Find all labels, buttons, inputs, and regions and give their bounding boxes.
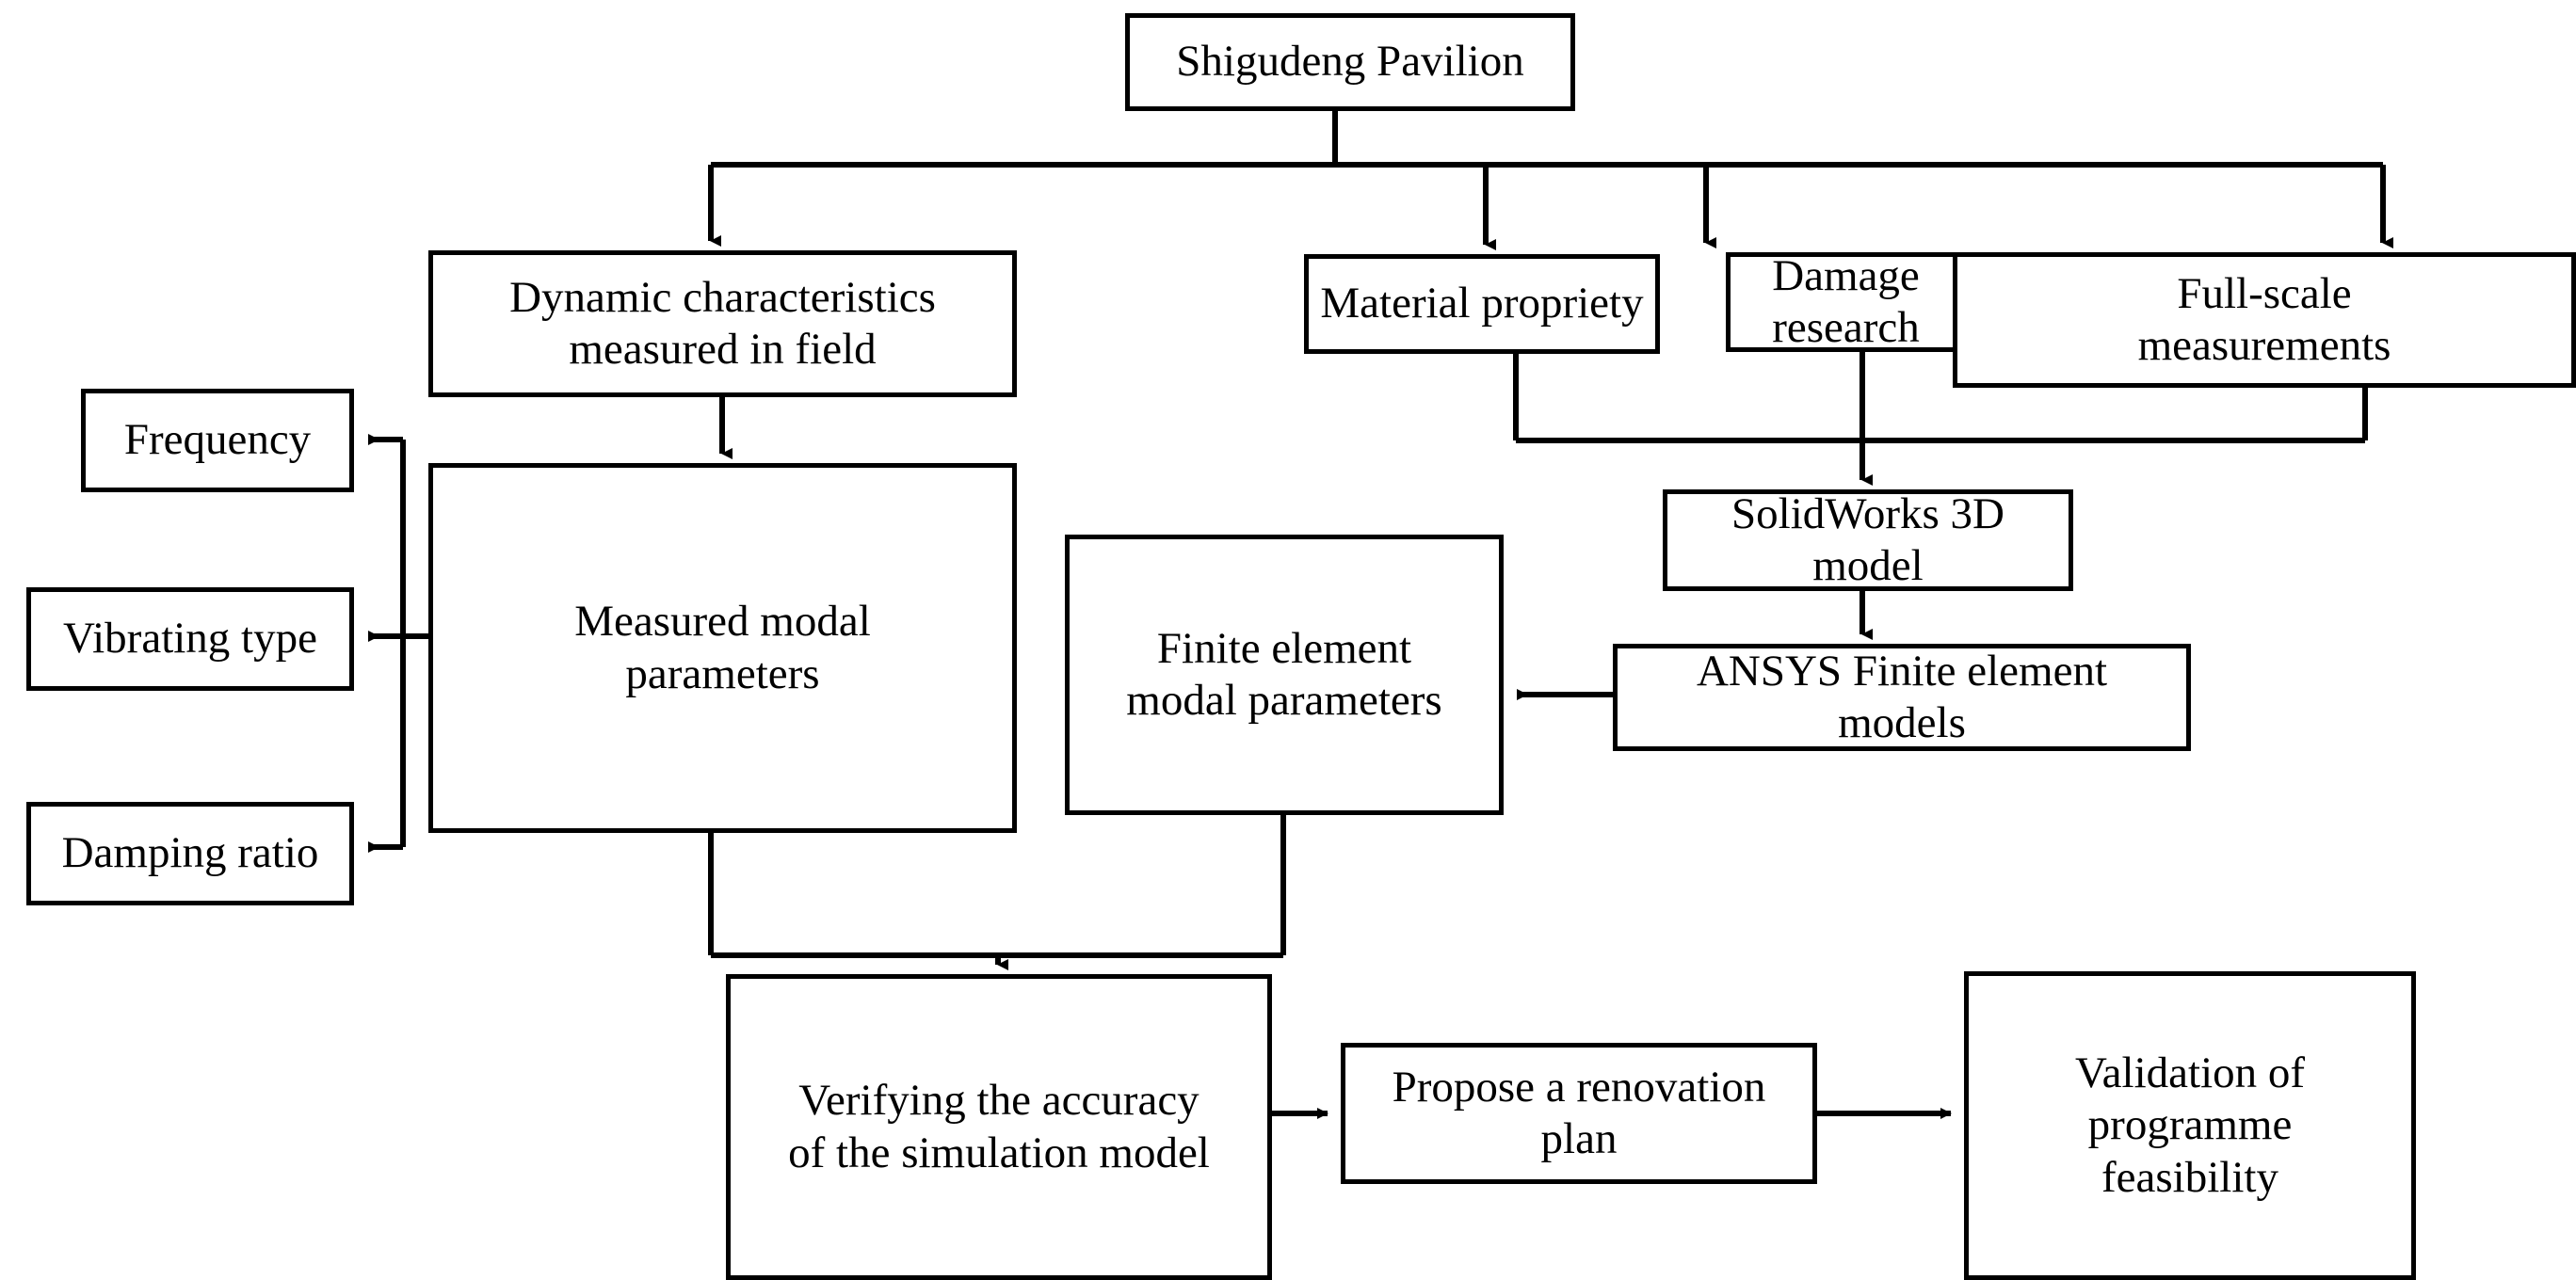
node-verifying-accuracy[interactable]: Verifying the accuracy of the simulation…	[726, 974, 1272, 1280]
node-validation-programme-feasibility[interactable]: Validation of programme feasibility	[1964, 971, 2416, 1280]
node-dynamic-characteristics[interactable]: Dynamic characteristics measured in fiel…	[428, 250, 1017, 397]
node-damage-research[interactable]: Damage research	[1726, 251, 1966, 352]
node-finite-element-modal-parameters[interactable]: Finite element modal parameters	[1065, 535, 1504, 815]
node-ansys-finite-element-models[interactable]: ANSYS Finite element models	[1613, 644, 2191, 751]
node-full-scale-measurements[interactable]: Full-scale measurements	[1953, 252, 2576, 388]
node-vibrating-type[interactable]: Vibrating type	[26, 587, 354, 691]
node-solidworks-3d-model[interactable]: SolidWorks 3D model	[1663, 489, 2073, 591]
node-damping-ratio[interactable]: Damping ratio	[26, 802, 354, 905]
node-frequency[interactable]: Frequency	[81, 389, 354, 492]
node-measured-modal-parameters[interactable]: Measured modal parameters	[428, 463, 1017, 833]
node-propose-renovation-plan[interactable]: Propose a renovation plan	[1341, 1043, 1817, 1184]
node-material-propriety[interactable]: Material propriety	[1304, 254, 1660, 354]
node-shigudeng-pavilion[interactable]: Shigudeng Pavilion	[1125, 13, 1575, 111]
